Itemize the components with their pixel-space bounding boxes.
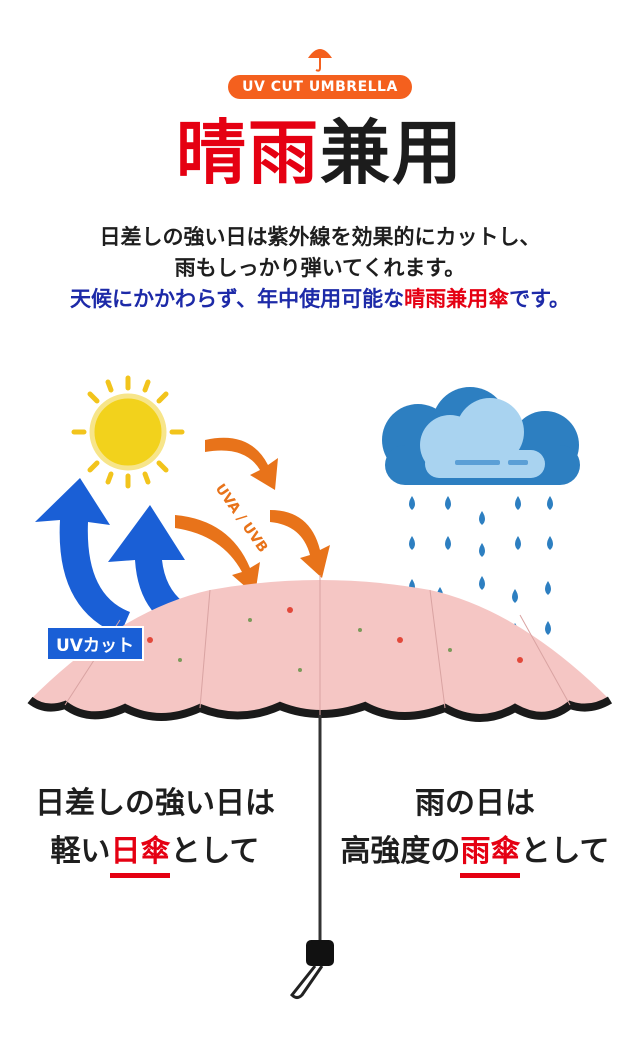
umbrella-handle bbox=[306, 940, 334, 966]
uv-cut-label: UVカット bbox=[46, 626, 144, 661]
uv-cut-arrows bbox=[35, 478, 235, 640]
description-line-3: 天候にかかわらず、年中使用可能な晴雨兼用傘です。 bbox=[0, 284, 640, 314]
sun-icon bbox=[71, 375, 185, 489]
caption-right-line1: 雨の日は bbox=[415, 786, 535, 821]
raindrop bbox=[409, 536, 415, 550]
description-line-2: 雨もしっかり弾いてくれます。 bbox=[174, 256, 466, 280]
line3-red: 晴雨兼用傘 bbox=[404, 287, 510, 311]
raindrop bbox=[479, 576, 485, 590]
umbrella-icon bbox=[308, 49, 332, 72]
raindrop bbox=[445, 496, 451, 510]
raindrop bbox=[545, 581, 551, 595]
page-title: 晴雨兼用 bbox=[0, 108, 640, 198]
caption-right: 雨の日は 高強度の雨傘として bbox=[325, 780, 625, 878]
title-black: 兼用 bbox=[320, 112, 464, 194]
raindrop bbox=[479, 543, 485, 557]
caption-right-line2: 高強度の雨傘として bbox=[325, 828, 625, 878]
caption-left-line1: 日差しの強い日は bbox=[35, 786, 275, 821]
title-red: 晴雨 bbox=[176, 112, 320, 194]
raindrop bbox=[409, 496, 415, 510]
line3-end: です。 bbox=[509, 287, 570, 311]
caption-left-pre: 軽い bbox=[50, 834, 111, 869]
description-line-1: 日差しの強い日は紫外線を効果的にカットし、 bbox=[99, 225, 541, 249]
caption-left-post: として bbox=[170, 834, 260, 869]
raindrop bbox=[512, 589, 518, 603]
raindrop bbox=[479, 511, 485, 525]
umbrella-canopy bbox=[27, 575, 613, 722]
raindrop bbox=[547, 496, 553, 510]
caption-right-post: として bbox=[520, 834, 610, 869]
raindrop bbox=[515, 536, 521, 550]
caption-left: 日差しの強い日は 軽い日傘として bbox=[0, 780, 310, 878]
caption-right-red: 雨傘 bbox=[460, 834, 521, 878]
raindrop bbox=[547, 536, 553, 550]
wrist-strap bbox=[289, 965, 324, 999]
raindrop bbox=[545, 621, 551, 635]
uv-ray-arrows bbox=[175, 437, 330, 595]
uv-cut-badge: UV CUT UMBRELLA bbox=[228, 75, 412, 99]
raindrop bbox=[515, 496, 521, 510]
rain-cloud-icon bbox=[382, 387, 580, 485]
raindrop bbox=[445, 536, 451, 550]
line3-blue: 天候にかかわらず、年中使用可能な bbox=[69, 287, 405, 311]
caption-right-pre: 高強度の bbox=[340, 834, 461, 869]
caption-left-line2: 軽い日傘として bbox=[0, 828, 310, 878]
caption-left-red: 日傘 bbox=[110, 834, 171, 878]
